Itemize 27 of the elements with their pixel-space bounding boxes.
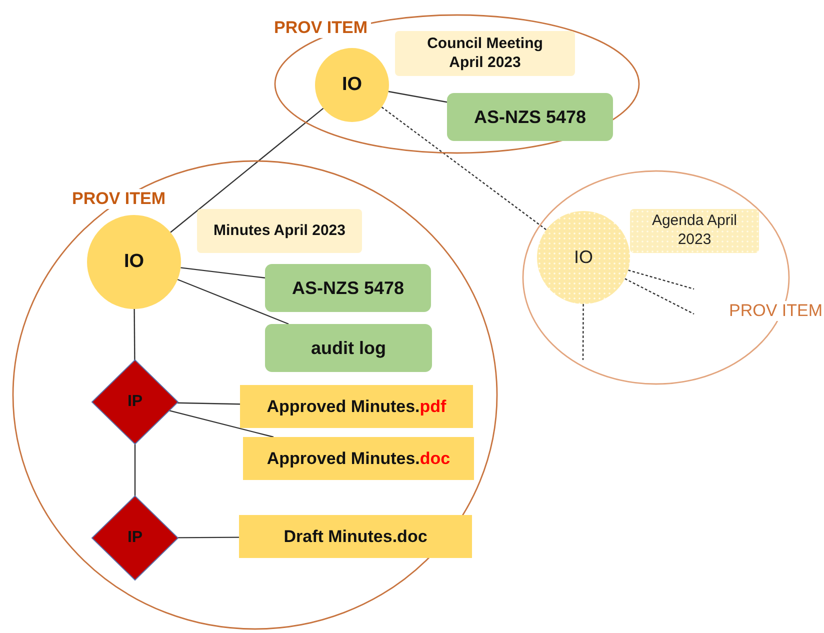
connector-line	[180, 267, 266, 278]
connector-line	[134, 309, 136, 360]
audit-box: audit log	[265, 324, 432, 372]
io-circle: IO	[315, 48, 389, 122]
ip-diamond: IP	[92, 360, 178, 444]
connector-line	[134, 444, 136, 496]
io-circle: IO	[537, 211, 630, 304]
connector-line	[169, 410, 274, 438]
dashed-connector	[624, 278, 694, 315]
dashed-connector	[381, 106, 547, 230]
dashed-connector	[628, 270, 694, 290]
connector-line	[170, 108, 324, 233]
standard-box: AS-NZS 5478	[447, 93, 613, 141]
connector-line	[177, 278, 289, 325]
file-box: Approved Minutes.doc	[243, 437, 474, 480]
ip-diamond: IP	[92, 496, 178, 580]
connector-line	[178, 536, 239, 538]
io-circle: IO	[87, 215, 181, 309]
date-label: Council Meeting April 2023	[395, 31, 575, 76]
standard-box: AS-NZS 5478	[265, 264, 431, 312]
dashed-connector	[582, 304, 584, 360]
connector-line	[177, 402, 240, 405]
date-label: Minutes April 2023	[197, 209, 362, 253]
file-box: Draft Minutes.doc	[239, 515, 472, 558]
connector-line	[388, 90, 448, 103]
date-label: Agenda April 2023	[630, 209, 759, 253]
file-box: Approved Minutes.pdf	[240, 385, 473, 428]
